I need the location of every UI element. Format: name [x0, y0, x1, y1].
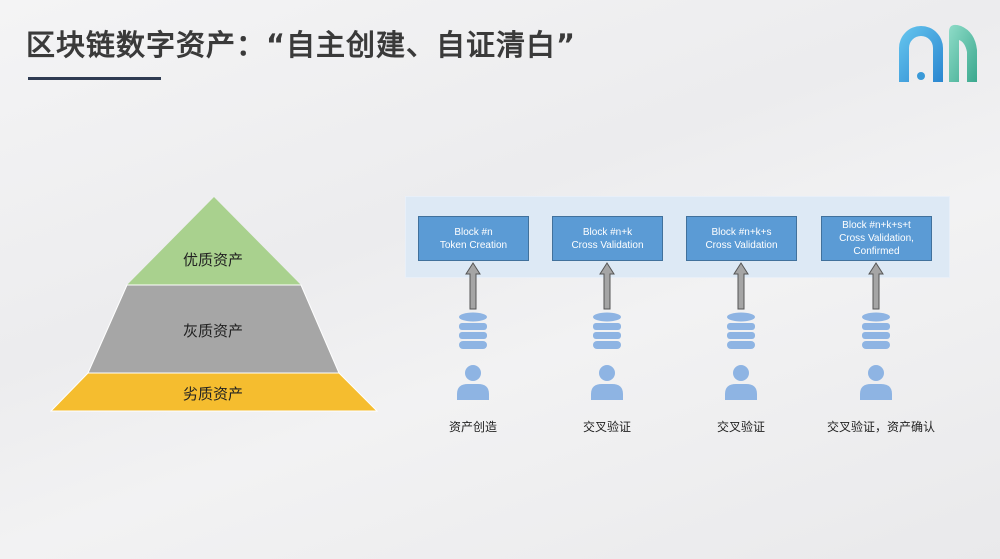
pyramid-level-top — [127, 197, 301, 285]
database-icon — [727, 312, 755, 349]
arrow-up-icon — [733, 262, 749, 310]
block-number: Block #n — [454, 226, 493, 238]
step-caption: 交叉验证，资产确认 — [826, 420, 936, 434]
user-icon — [591, 365, 623, 400]
block-status: Confirmed — [853, 246, 900, 257]
block-action: Cross Validation — [571, 239, 644, 251]
block-box: Block #n Token Creation — [418, 216, 529, 261]
block-action: Cross Validation, — [839, 233, 914, 244]
block-action: Cross Validation — [705, 239, 778, 251]
step-caption: 交叉验证 — [582, 420, 632, 434]
block-number: Block #n+k — [582, 226, 633, 238]
step-caption: 交叉验证 — [716, 420, 766, 434]
arrow-up-icon — [465, 262, 481, 310]
user-icon — [457, 365, 489, 400]
asset-quality-pyramid — [50, 197, 378, 412]
block-action: Token Creation — [439, 239, 508, 251]
database-icon — [862, 312, 890, 349]
pyramid-label-gray: 灰质资产 — [182, 322, 244, 340]
step-caption: 资产创造 — [448, 420, 498, 434]
title-underline — [28, 77, 161, 80]
block-number: Block #n+k+s — [711, 226, 772, 238]
block-box: Block #n+k+s+t Cross Validation, Confirm… — [821, 216, 932, 261]
database-icon — [593, 312, 621, 349]
block-box: Block #n+k+s Cross Validation — [686, 216, 797, 261]
block-number: Block #n+k+s+t — [842, 220, 911, 231]
database-icon — [459, 312, 487, 349]
logo-icon — [899, 24, 977, 82]
user-icon — [860, 365, 892, 400]
slide-title: 区块链数字资产：“自主创建、自证清白” — [26, 28, 577, 62]
arrow-up-icon — [599, 262, 615, 310]
pyramid-level-bottom — [50, 372, 378, 412]
block-box: Block #n+k Cross Validation — [552, 216, 663, 261]
user-icon — [725, 365, 757, 400]
pyramid-label-quality: 优质资产 — [182, 251, 244, 269]
pyramid-label-poor: 劣质资产 — [182, 385, 244, 403]
arrow-up-icon — [868, 262, 884, 310]
